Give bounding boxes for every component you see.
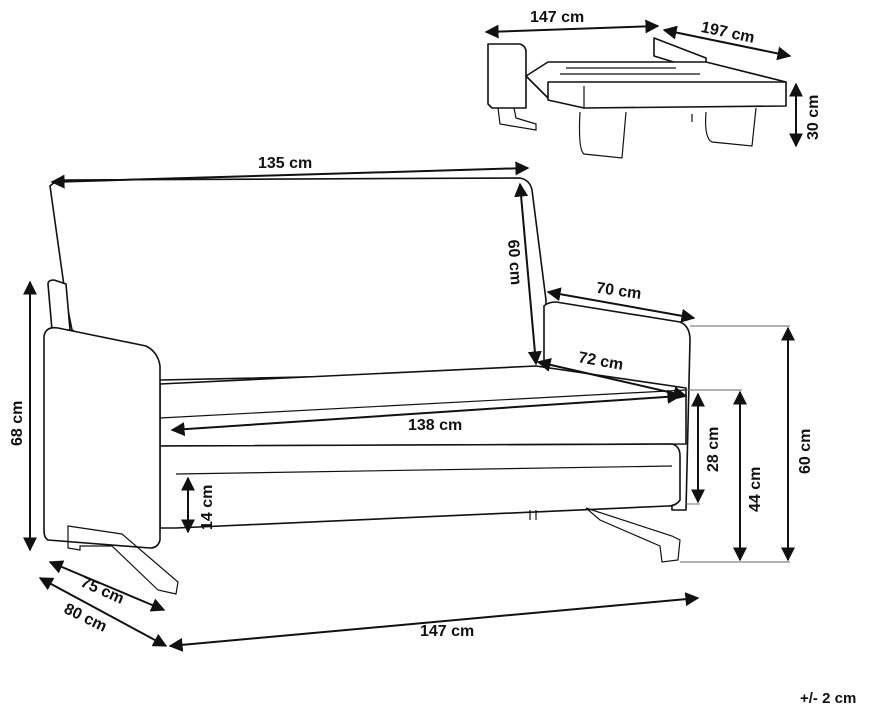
dim-label-bed-width: 147 cm bbox=[530, 9, 584, 26]
bed-left-leg bbox=[497, 107, 537, 131]
dim-label-armrest-depth: 70 cm bbox=[595, 280, 642, 303]
dim-label-seat-width: 138 cm bbox=[408, 417, 462, 434]
bed-mattress-front bbox=[547, 81, 787, 109]
sofa-drawing: 135 cm 60 cm 70 cm 72 cm 138 cm 68 cm 14… bbox=[9, 155, 814, 652]
dim-label-total-width: 147 cm bbox=[420, 623, 474, 640]
dim-label-total-height: 68 cm bbox=[9, 401, 26, 446]
dim-label-arm-height: 60 cm bbox=[797, 429, 814, 474]
dim-label-seat-thickness: 28 cm bbox=[705, 427, 722, 472]
sofa-seat-front bbox=[159, 443, 681, 529]
bed-left-arm bbox=[487, 43, 527, 109]
sofa-right-leg bbox=[585, 507, 681, 563]
dim-label-depth-outer: 80 cm bbox=[61, 601, 109, 636]
dim-label-back-height: 60 cm bbox=[504, 239, 524, 285]
tolerance-note: +/- 2 cm bbox=[800, 690, 856, 707]
dim-label-bed-height: 30 cm bbox=[805, 95, 822, 140]
bed-front-leg-2 bbox=[705, 107, 757, 147]
dim-label-leg-clearance: 14 cm bbox=[199, 485, 216, 530]
sofa-left-armrest bbox=[43, 326, 161, 549]
sofa-left-arm-back bbox=[47, 279, 71, 331]
bed-front-leg-1 bbox=[578, 111, 627, 159]
dim-label-back-width: 135 cm bbox=[258, 155, 312, 172]
dim-label-seat-height: 44 cm bbox=[747, 467, 764, 512]
bed-mode-drawing: 147 cm 197 cm 30 cm bbox=[484, 9, 822, 159]
